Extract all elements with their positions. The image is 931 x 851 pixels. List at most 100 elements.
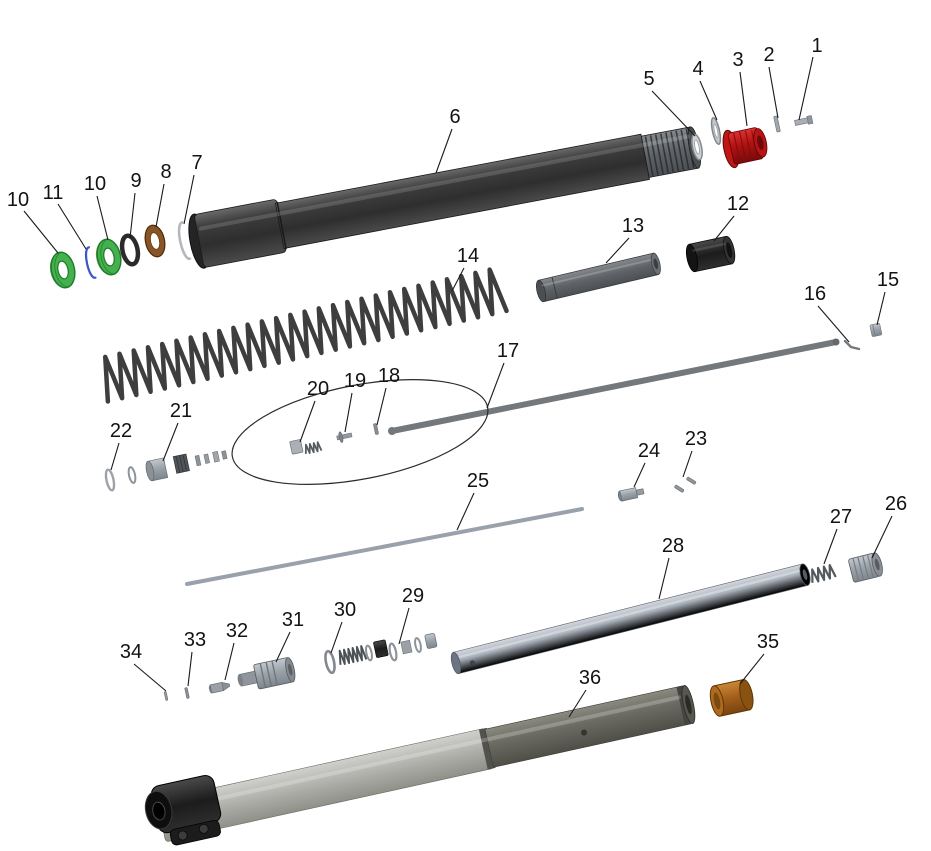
callout-33: 33 <box>184 629 206 651</box>
damper-tube-left-end <box>450 651 462 675</box>
leader-33 <box>187 651 193 687</box>
leader-20 <box>299 400 316 443</box>
upper-tube-highlight <box>198 134 691 231</box>
callout-31: 31 <box>282 609 304 631</box>
dark-nut-body <box>373 639 389 658</box>
cap-29 <box>424 633 438 649</box>
callout-16: 16 <box>804 283 826 305</box>
callout-26: 26 <box>885 493 907 515</box>
leader-6 <box>435 128 453 174</box>
leader-30 <box>330 621 343 654</box>
part-13-preload-tube <box>536 252 661 303</box>
leader-27 <box>823 528 838 565</box>
leader-10b <box>23 210 59 254</box>
callout-20: 20 <box>307 378 329 400</box>
washer-4-inner <box>713 123 719 139</box>
leader-25 <box>456 492 475 531</box>
bushing-21-end <box>145 460 155 482</box>
ring-30-body <box>324 649 336 675</box>
copper-bushing-bore <box>713 692 721 710</box>
shim-segments <box>194 450 228 467</box>
callout-2: 2 <box>763 44 774 66</box>
pin-18-body <box>373 423 379 435</box>
part-2-pin <box>773 115 781 133</box>
leader-16 <box>817 305 850 343</box>
part-32-valve <box>208 682 231 694</box>
callout-28: 28 <box>662 535 684 557</box>
part-30-ring <box>324 649 336 675</box>
retaining-clip-ring <box>177 221 192 261</box>
leader-24 <box>633 462 646 488</box>
preload-tube-step <box>551 276 558 299</box>
leader-23 <box>682 450 693 478</box>
dark-nut <box>373 639 389 658</box>
part-31-piston <box>237 657 296 690</box>
set-screw-shaft <box>794 117 809 126</box>
leader-21 <box>162 422 179 462</box>
callout-29: 29 <box>402 585 424 607</box>
fitting-24-nipple <box>635 488 645 496</box>
callout-22: 22 <box>110 420 132 442</box>
leader-34 <box>133 663 167 692</box>
parts-layer <box>49 115 883 846</box>
callout-27: 27 <box>830 506 852 528</box>
washer-small-ring <box>127 466 137 484</box>
part-21-bushing <box>145 457 169 482</box>
callout-25: 25 <box>467 470 489 492</box>
part-23-pin-a <box>674 484 685 493</box>
leader-32 <box>224 642 235 681</box>
preload-tube-left-end <box>536 279 546 303</box>
washer-29b <box>414 637 422 653</box>
part-10b-green-seal <box>49 251 76 289</box>
callout-24: 24 <box>638 440 660 462</box>
callout-11: 11 <box>43 182 64 204</box>
callout-35: 35 <box>757 631 779 653</box>
preload-tube-bore <box>653 258 659 270</box>
piston-grooves <box>259 660 278 688</box>
part-23-pin-b <box>686 476 697 485</box>
seal-ring-body <box>119 233 141 267</box>
shaft-19-flange <box>338 431 344 443</box>
bronze-bushing-bore <box>149 232 161 250</box>
callout-6: 6 <box>449 106 460 128</box>
adjuster-cap-knurls <box>852 554 874 582</box>
callout-14: 14 <box>457 245 479 267</box>
part-20-valve-spring <box>304 441 323 454</box>
callout-1: 1 <box>811 35 822 57</box>
part-28-damper-tube <box>450 563 811 675</box>
washer-30b-ring <box>365 644 373 662</box>
leader-18 <box>376 387 387 426</box>
leader-17 <box>486 362 505 409</box>
damper-tube-bore <box>802 569 808 581</box>
shim-1 <box>194 454 202 467</box>
part-25-push-rod <box>185 507 584 586</box>
part-34-pin <box>163 691 169 701</box>
lower-leg-top-bore <box>685 694 692 715</box>
leader-3 <box>739 71 748 127</box>
part-11-blue-ring <box>84 246 97 279</box>
pin-33-body <box>184 687 190 699</box>
valve-spring-coils <box>304 441 323 454</box>
set-screw-head <box>806 115 814 125</box>
callout-17: 17 <box>497 340 519 362</box>
leader-31 <box>275 631 291 663</box>
part-16-clip-wire <box>843 339 861 351</box>
part-1-set-screw <box>794 115 814 126</box>
part-3-top-cap <box>722 127 768 169</box>
callout-4: 4 <box>692 58 703 80</box>
part-6-upper-tube <box>188 126 702 269</box>
part-15-small-fitting <box>869 323 883 337</box>
leader-14 <box>451 267 465 292</box>
part-7-retaining-clip <box>177 221 192 261</box>
callout-9: 9 <box>130 170 141 192</box>
valve-32-tip <box>221 682 231 692</box>
callout-34: 34 <box>120 641 142 663</box>
callout-21: 21 <box>170 400 192 422</box>
damper-tube-highlight <box>458 569 801 659</box>
leader-2 <box>768 66 779 119</box>
piston-bore <box>288 663 293 676</box>
dropout-bolt-1 <box>177 830 188 841</box>
spacer-bore <box>726 242 733 258</box>
callout-7: 7 <box>191 152 202 174</box>
